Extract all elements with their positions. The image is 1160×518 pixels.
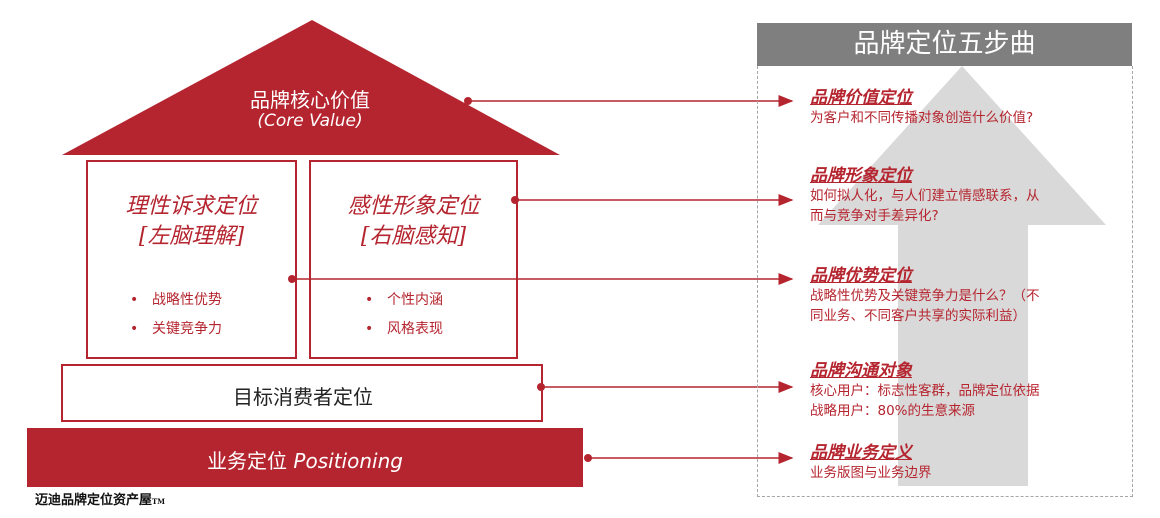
step-1: 品牌价值定位 为客户和不同传播对象创造什么价值? — [810, 83, 1120, 128]
bullet-dot: • — [130, 292, 139, 308]
pillar-left-frame — [86, 160, 297, 359]
arrow-business — [584, 452, 794, 464]
step-4: 品牌沟通对象 核心用户：标志性客群，品牌定位依据 战略用户：80%的生意来源 — [810, 356, 1120, 421]
step-title: 品牌沟通对象 — [810, 361, 912, 381]
step-title: 品牌业务定义 — [810, 443, 912, 463]
step-desc-line: 而与竞争对手差异化? — [810, 208, 939, 224]
step-desc-line: 为客户和不同传播对象创造什么价值? — [810, 110, 1034, 126]
pillar-right-frame — [309, 160, 518, 359]
bullet-dot: • — [365, 321, 374, 337]
bullet-dot: • — [130, 321, 139, 337]
pillar-right-bullet: • 风格表现 — [365, 318, 443, 338]
panel-frame — [757, 66, 1133, 497]
bullet-text: 风格表现 — [387, 321, 443, 337]
step-desc-line: 业务版图与业务边界 — [810, 465, 932, 481]
step-desc-line: 同业务、不同客户共享的实际利益） — [810, 308, 1026, 324]
arrow-core-value — [464, 95, 794, 107]
pillar-left-subtitle: [左脑理解] — [138, 224, 245, 249]
step-title: 品牌形象定位 — [810, 166, 912, 186]
arrow-audience — [537, 381, 794, 393]
arrow-image — [511, 194, 794, 206]
up-arrow-shape — [818, 66, 1106, 486]
pillar-left-bullet: • 关键竞争力 — [130, 318, 222, 338]
base-block — [27, 428, 583, 487]
bullet-text: 战略性优势 — [152, 292, 222, 308]
roof-title: 品牌核心价值 — [250, 88, 370, 112]
base-label-cn: 业务定位 — [207, 449, 288, 473]
brand-caption: 迈迪品牌定位资产屋TM — [35, 489, 165, 508]
step-desc-line: 战略性优势及关键竞争力是什么？（不 — [810, 288, 1040, 304]
roof-subtitle: (Core Value) — [257, 111, 363, 131]
pillar-left-title: 理性诉求定位 — [125, 194, 258, 219]
step-3: 品牌优势定位 战略性优势及关键竞争力是什么？（不 同业务、不同客户共享的实际利益… — [810, 261, 1120, 326]
pillar-left-bullet: • 战略性优势 — [130, 289, 222, 309]
base-label-en: Positioning — [293, 449, 403, 473]
step-2: 品牌形象定位 如何拟人化，与人们建立情感联系，从 而与竞争对手差异化? — [810, 161, 1120, 226]
pillar-right-title: 感性形象定位 — [347, 194, 480, 219]
step-title: 品牌价值定位 — [810, 88, 912, 108]
business-positioning-label: 业务定位 Positioning — [27, 445, 583, 474]
arrow-advantage — [288, 273, 794, 285]
bullet-text: 个性内涵 — [387, 292, 443, 308]
bullet-dot: • — [365, 292, 374, 308]
target-consumer-label: 目标消费者定位 — [233, 385, 373, 409]
step-5: 品牌业务定义 业务版图与业务边界 — [810, 438, 1120, 483]
step-desc-line: 战略用户：80%的生意来源 — [810, 403, 976, 419]
brand-tm: TM — [152, 497, 165, 506]
bullet-text: 关键竞争力 — [152, 321, 222, 337]
pillar-right-subtitle: [右脑感知] — [360, 224, 467, 249]
step-title: 品牌优势定位 — [810, 266, 912, 286]
band-frame — [61, 364, 543, 422]
panel-title: 品牌定位五步曲 — [757, 23, 1132, 66]
step-desc-line: 核心用户：标志性客群，品牌定位依据 — [810, 383, 1040, 399]
pillar-right-bullet: • 个性内涵 — [365, 289, 443, 309]
roof-shape — [62, 20, 560, 155]
step-desc-line: 如何拟人化，与人们建立情感联系，从 — [810, 188, 1040, 204]
brand-name: 迈迪品牌定位资产屋 — [35, 493, 153, 508]
